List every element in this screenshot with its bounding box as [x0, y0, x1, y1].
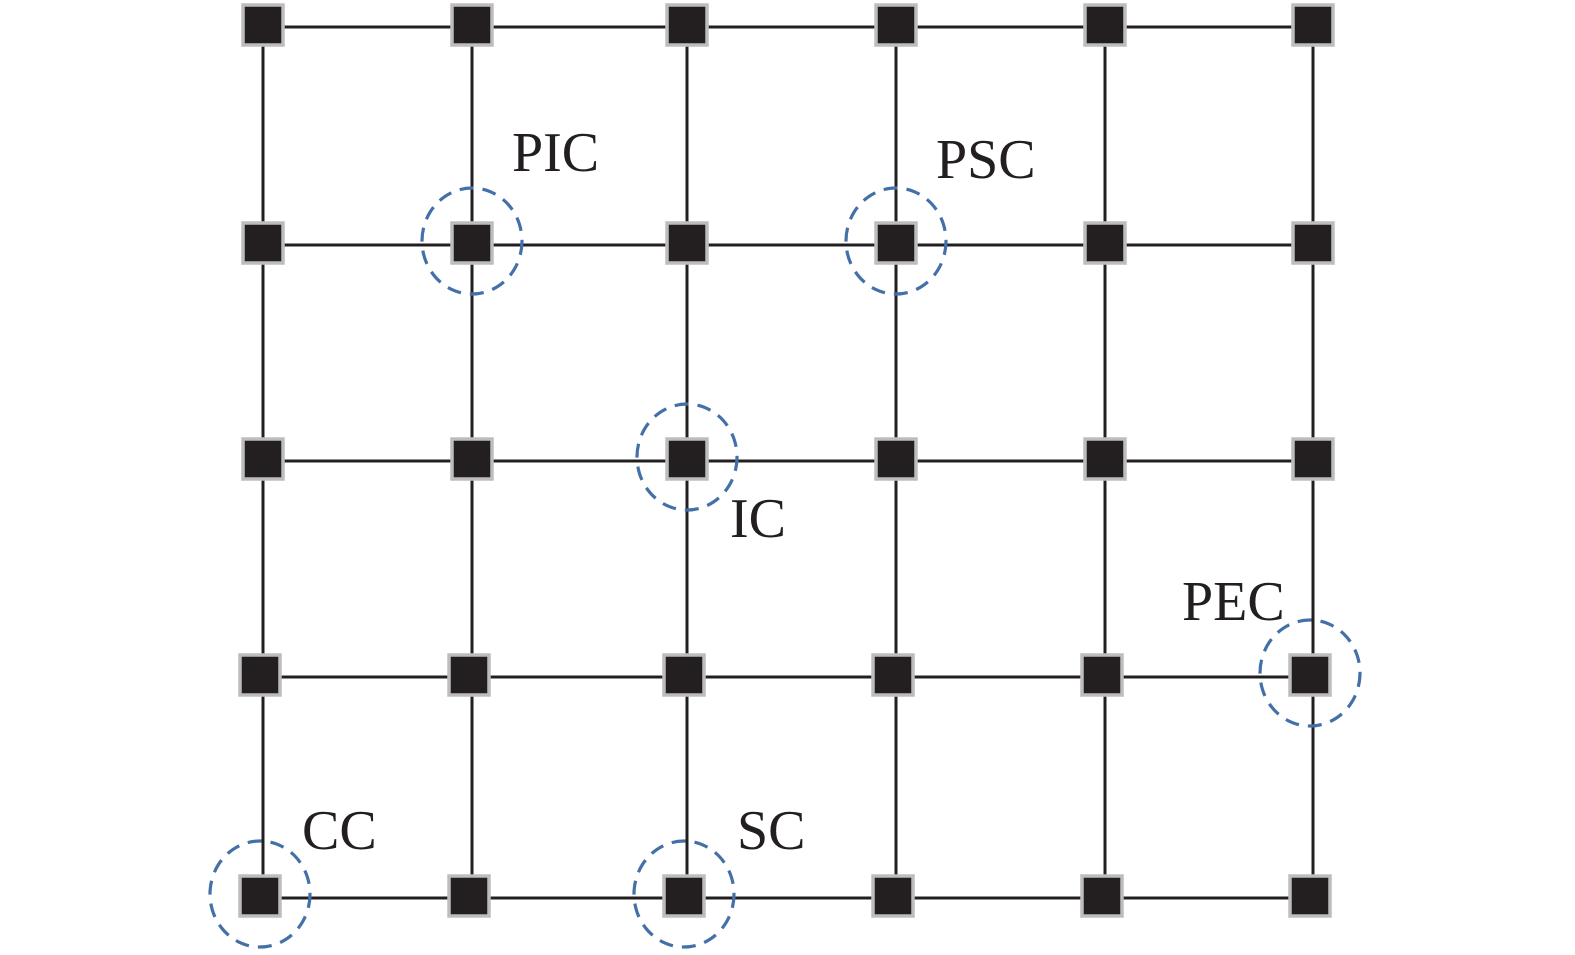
grid-node — [1080, 653, 1124, 697]
grid-node — [1288, 653, 1332, 697]
highlight-circle-psc — [844, 186, 948, 296]
grid-node — [874, 221, 918, 265]
label-ic: IC — [730, 488, 786, 550]
label-sc: SC — [737, 800, 806, 862]
grid-node — [1083, 437, 1127, 481]
grid-node — [662, 874, 706, 918]
label-pic: PIC — [512, 122, 599, 184]
grid-node — [241, 3, 285, 47]
grid-node — [665, 437, 709, 481]
grid-node — [238, 874, 282, 918]
grid-node — [665, 3, 709, 47]
grid-node — [1288, 874, 1332, 918]
label-pec: PEC — [1182, 571, 1285, 633]
grid-node — [241, 221, 285, 265]
grid-node — [1083, 3, 1127, 47]
highlight-circle-cc — [208, 839, 312, 949]
grid-node — [1291, 437, 1335, 481]
grid-node — [871, 653, 915, 697]
highlight-circle-sc — [632, 839, 736, 949]
grid-edges — [261, 25, 1315, 900]
highlight-circle-pic — [420, 186, 524, 296]
grid-node — [241, 437, 285, 481]
grid-node — [665, 221, 709, 265]
grid-node — [447, 874, 491, 918]
grid-node — [874, 3, 918, 47]
grid-node — [1291, 3, 1335, 47]
grid-node — [1080, 874, 1124, 918]
grid-nodes — [238, 3, 1335, 918]
grid-node — [447, 653, 491, 697]
grid-node — [450, 221, 494, 265]
grid-node — [871, 874, 915, 918]
grid-node — [662, 653, 706, 697]
highlight-circle-pec — [1258, 618, 1362, 728]
highlight-circle-ic — [635, 402, 739, 512]
grid-node — [874, 437, 918, 481]
grid-node — [450, 3, 494, 47]
grid-node — [1291, 221, 1335, 265]
label-psc: PSC — [936, 129, 1036, 191]
grid-node — [450, 437, 494, 481]
grid-node — [238, 653, 282, 697]
node-labels: PIC PSC IC PEC CC SC — [302, 122, 1285, 862]
label-cc: CC — [302, 800, 377, 862]
highlight-circles — [208, 186, 1362, 949]
grid-node — [1083, 221, 1127, 265]
